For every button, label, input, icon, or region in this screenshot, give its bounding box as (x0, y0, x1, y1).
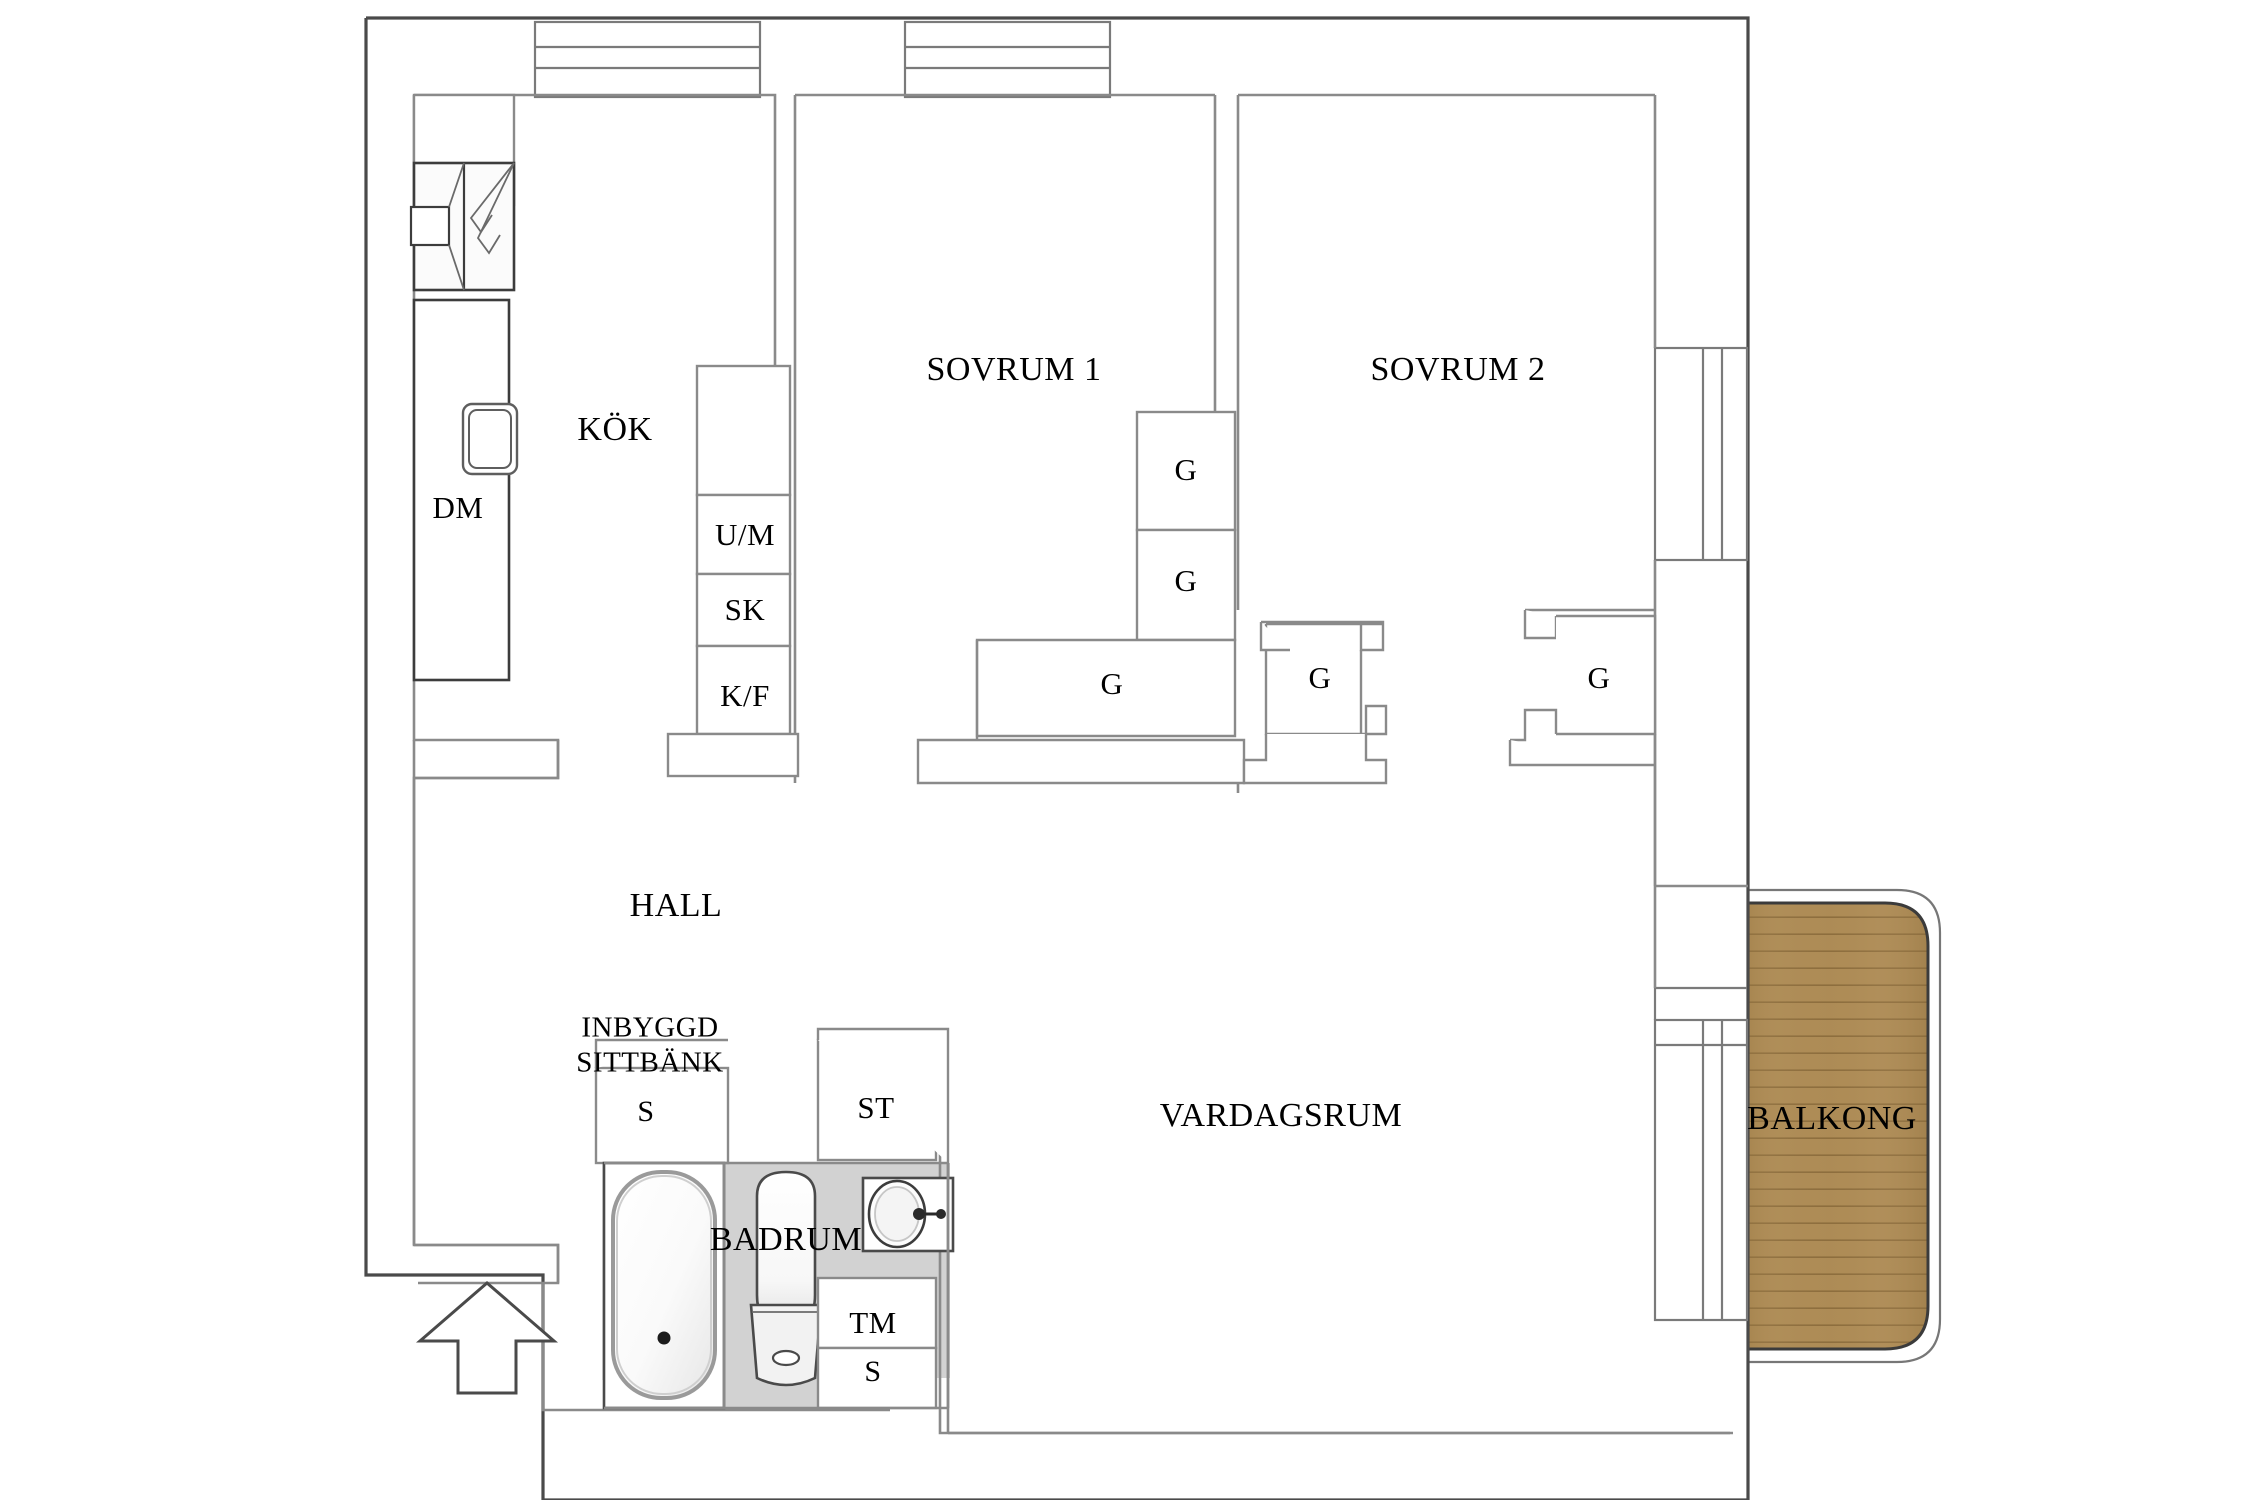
window-group-top (533, 20, 1112, 99)
window-sovrum2-right (1653, 346, 1749, 562)
washing-machine-tm (816, 1276, 938, 1350)
vardagsrum-outline (946, 884, 1748, 1435)
balcony-deck (1748, 888, 1942, 1364)
sovrum1-wardrobes (916, 410, 1246, 785)
window-kitchen-top (533, 20, 762, 99)
kitchen-cabinet-stack (666, 364, 800, 778)
kitchen-sink-icon (409, 161, 516, 292)
window-sovrum1-top (903, 20, 1112, 99)
storage-s2 (816, 1346, 938, 1410)
stove-icon (461, 402, 519, 476)
sovrum2-wardrobe (1508, 608, 1657, 886)
bathtub-icon (602, 1161, 726, 1410)
sovrum1-right-wardrobe (1242, 620, 1388, 785)
balcony-door-right (1653, 1018, 1749, 1322)
up-arrow-icon (415, 1281, 559, 1395)
bathroom-cabinets (816, 1027, 950, 1410)
window-group-right (1653, 346, 1749, 1322)
built-in-bench (594, 1038, 730, 1165)
kitchen-counter (409, 93, 519, 682)
washbasin-icon (861, 1176, 955, 1253)
toilet-icon (749, 1170, 823, 1387)
